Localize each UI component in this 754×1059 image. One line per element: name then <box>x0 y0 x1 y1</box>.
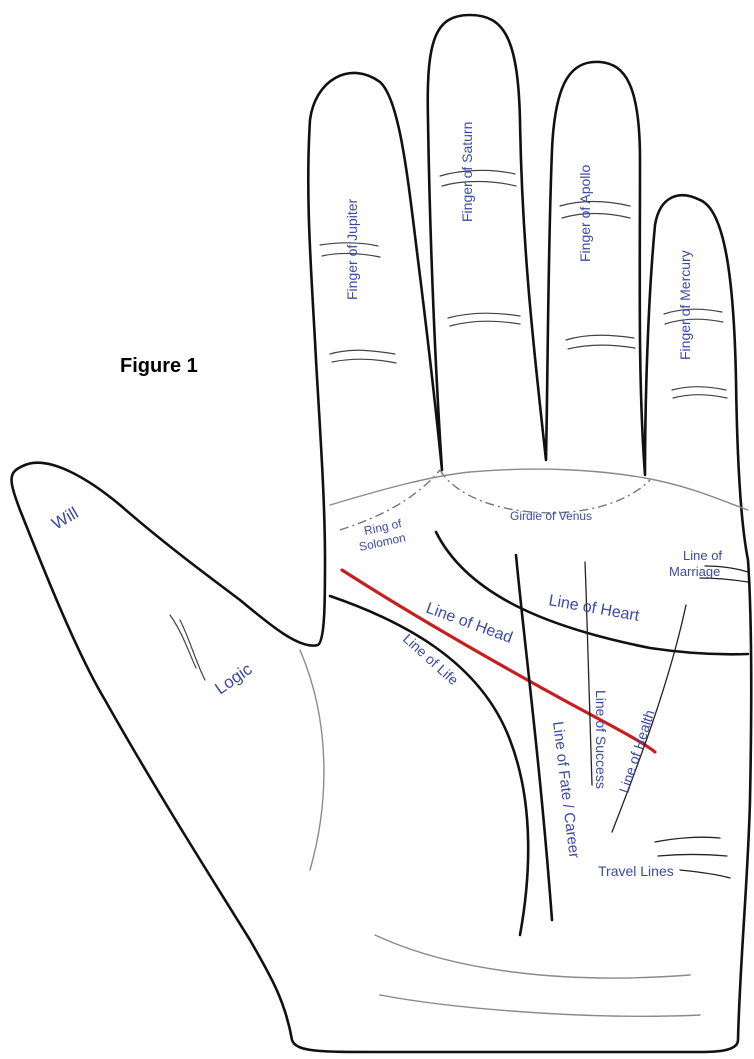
wrist-line-1 <box>375 935 690 978</box>
will-label: Will <box>49 503 82 533</box>
figure-title: Figure 1 <box>120 355 198 377</box>
girdle-of-venus-label: Girdle of Venus <box>510 509 592 523</box>
upper-palm-line <box>330 469 748 510</box>
fate-line <box>516 555 552 920</box>
finger-mercury-label: Finger of Mercury <box>677 250 693 360</box>
success-line <box>585 562 592 785</box>
line-of-success-label: Line of Success <box>593 690 609 789</box>
travel-line-3 <box>680 870 730 878</box>
line-of-heart-label: Line of Heart <box>547 592 641 625</box>
travel-lines-label: Travel Lines <box>598 863 674 879</box>
finger-jupiter-label: Finger of Jupiter <box>344 199 360 300</box>
palm-curve-left <box>300 650 324 870</box>
girdle-of-venus-line <box>440 470 650 513</box>
line-of-marriage-label-line2: Marriage <box>669 564 720 579</box>
travel-line-2 <box>658 855 727 857</box>
line-of-fate-label: Line of Fate / Career <box>549 720 583 859</box>
line-of-head-label: Line of Head <box>424 600 515 647</box>
finger-saturn-label: Finger of Saturn <box>459 122 475 222</box>
finger-creases <box>170 170 727 680</box>
finger-apollo-label: Finger of Apollo <box>577 165 593 262</box>
line-of-health-label: Line of Health <box>616 708 658 795</box>
wrist-line-2 <box>380 995 700 1016</box>
line-of-marriage-label-line1: Line of <box>683 548 722 563</box>
logic-label: Logic <box>211 659 256 698</box>
travel-line-1 <box>655 837 720 842</box>
